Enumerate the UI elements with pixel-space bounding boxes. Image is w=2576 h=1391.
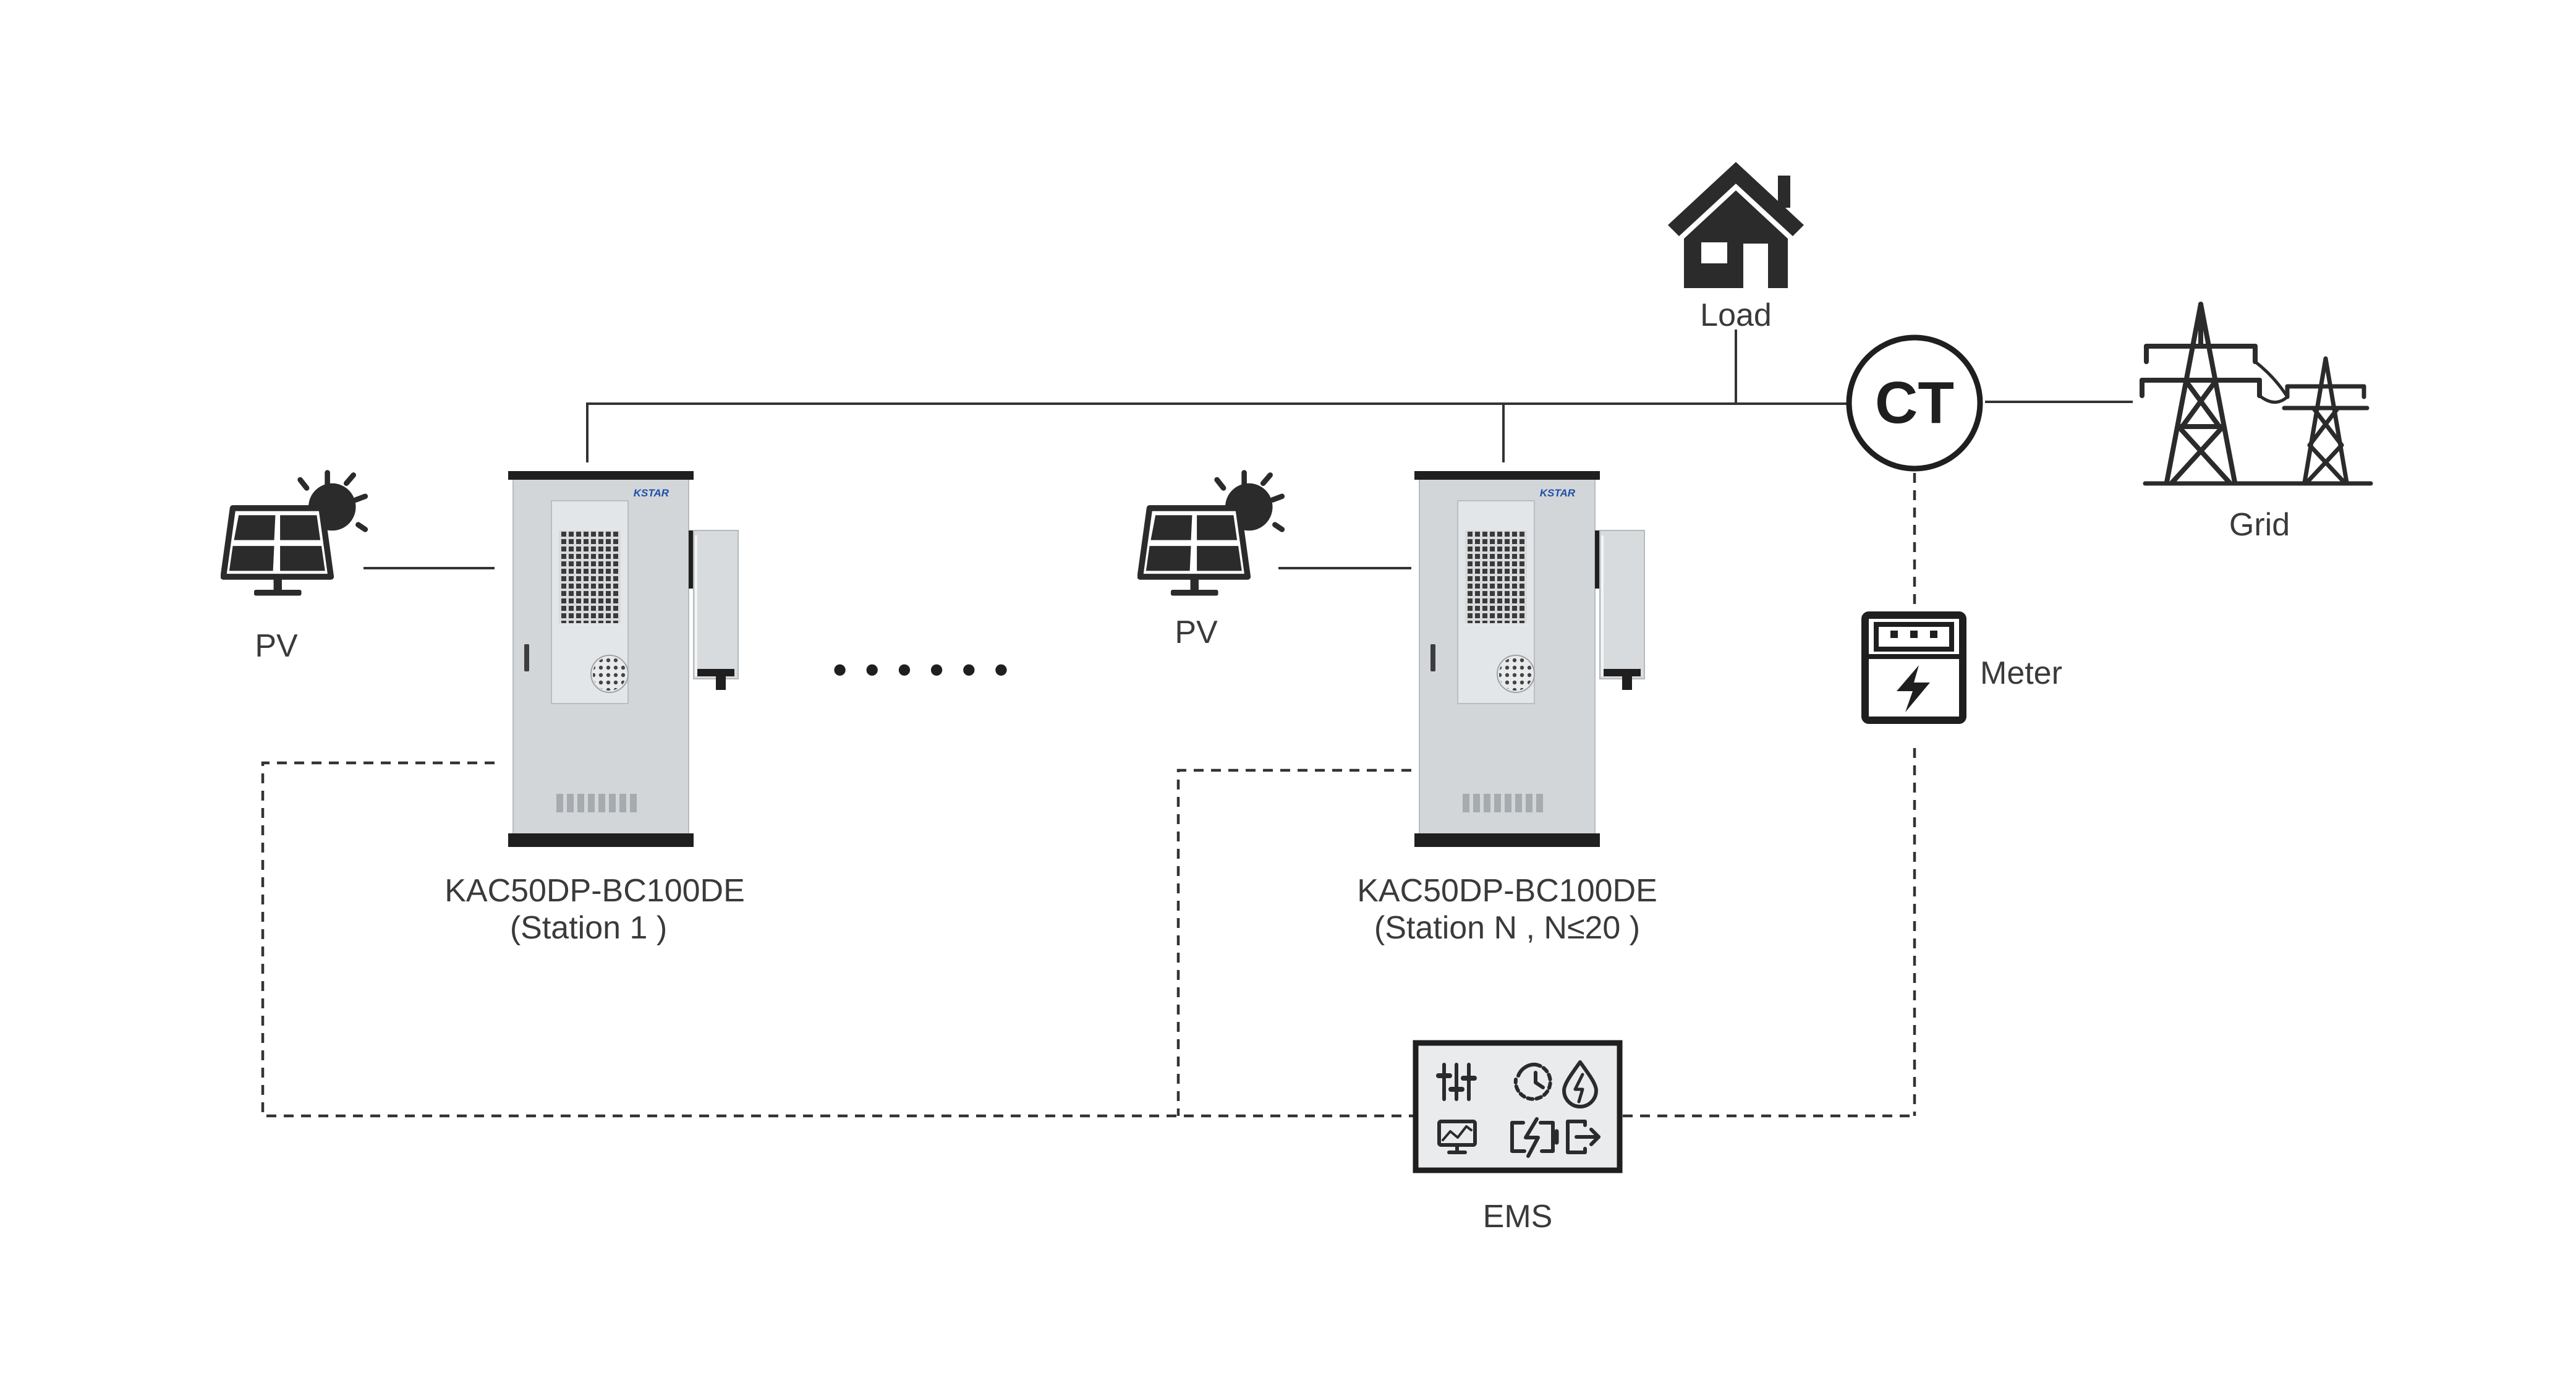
more-stations-ellipsis: • • • • • •: [833, 647, 1011, 692]
station-1-comm-line: [261, 761, 1416, 1118]
battery-charge-icon: [1510, 1117, 1559, 1158]
solar-panel-icon: [1140, 473, 1282, 596]
storage-cabinet-image: [508, 471, 739, 848]
station-1-name-label: (Station 1 ): [510, 910, 667, 946]
communication-lines: [261, 473, 1916, 1118]
pv-1-label: PV: [255, 628, 298, 664]
sliders-icon: [1436, 1063, 1477, 1101]
storage-cabinet-image: [1414, 471, 1646, 848]
pv-n-label: PV: [1175, 615, 1218, 650]
ct-node: CT: [1846, 334, 1983, 472]
grid-label: Grid: [2229, 507, 2290, 543]
ct-label: CT: [1875, 370, 1954, 436]
pv-n-node: PV: [1140, 473, 1282, 650]
pv-1-node: PV: [223, 473, 365, 664]
grid-node: Grid: [2140, 302, 2373, 543]
transmission-tower-icon: [2140, 302, 2373, 486]
load-node: Load: [1668, 162, 1804, 333]
station-n-node: KSTAR KAC50DP-BC100DE (Station N , N≤20 …: [1357, 471, 1657, 946]
clock-icon: [1513, 1062, 1552, 1101]
meter-node: Meter: [1861, 611, 2062, 724]
water-energy-icon: [1562, 1060, 1598, 1108]
meter-label: Meter: [1980, 655, 2062, 691]
station-1-model-label: KAC50DP-BC100DE: [444, 873, 745, 909]
monitor-chart-icon: [1437, 1120, 1477, 1154]
brand-logo: KSTAR: [634, 487, 670, 499]
station-n-comm-line: [1176, 768, 1411, 1116]
station-n-model-label: KAC50DP-BC100DE: [1357, 873, 1657, 909]
ems-node: EMS: [1413, 1040, 1623, 1235]
logout-icon: [1566, 1120, 1600, 1154]
brand-logo: KSTAR: [1540, 487, 1576, 499]
station-n-name-label: (Station N , N≤20 ): [1374, 910, 1640, 946]
solar-panel-icon: [223, 473, 365, 596]
ac-bus-lines: [363, 330, 2133, 569]
station-1-node: KSTAR KAC50DP-BC100DE (Station 1 ): [444, 471, 745, 946]
ems-label: EMS: [1483, 1199, 1553, 1235]
ct-circle: [1846, 334, 1983, 472]
electric-meter-icon: [1861, 611, 1966, 724]
load-label: Load: [1700, 297, 1772, 333]
house-icon: [1668, 162, 1804, 288]
